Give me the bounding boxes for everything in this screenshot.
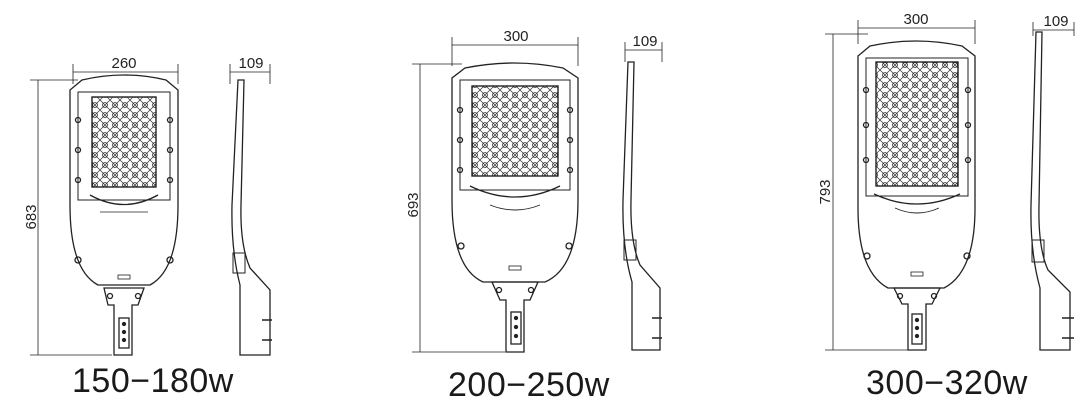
model-2-width-label: 300	[503, 28, 528, 45]
model-2-front-view	[451, 62, 579, 353]
model-3-width-label: 300	[903, 11, 928, 28]
model-1-side-view	[231, 79, 272, 356]
model-3-drawing	[825, 20, 1075, 351]
model-3-height-label: 793	[817, 179, 834, 204]
model-2-height-label: 693	[405, 192, 422, 217]
model-1-height-label: 683	[23, 204, 40, 229]
model-3-caption: 300−320w	[866, 364, 1028, 402]
model-1-depth-label: 109	[238, 55, 263, 72]
model-2-depth-label: 109	[632, 33, 657, 50]
model-3-depth-label: 109	[1043, 13, 1068, 30]
model-1-front-view	[69, 74, 179, 356]
model-3-front-view	[857, 40, 976, 351]
model-2-drawing	[412, 37, 663, 353]
model-1-width-label: 260	[111, 55, 136, 72]
model-1-drawing	[30, 64, 272, 356]
model-2-side-view	[622, 61, 662, 351]
model-3-side-view	[1030, 31, 1074, 351]
model-1-dimensions	[30, 64, 271, 356]
model-3-dimensions	[825, 20, 1075, 351]
model-2-caption: 200−250w	[448, 366, 610, 404]
model-1-caption: 150−180w	[72, 362, 234, 400]
model-2-dimensions	[412, 37, 663, 353]
